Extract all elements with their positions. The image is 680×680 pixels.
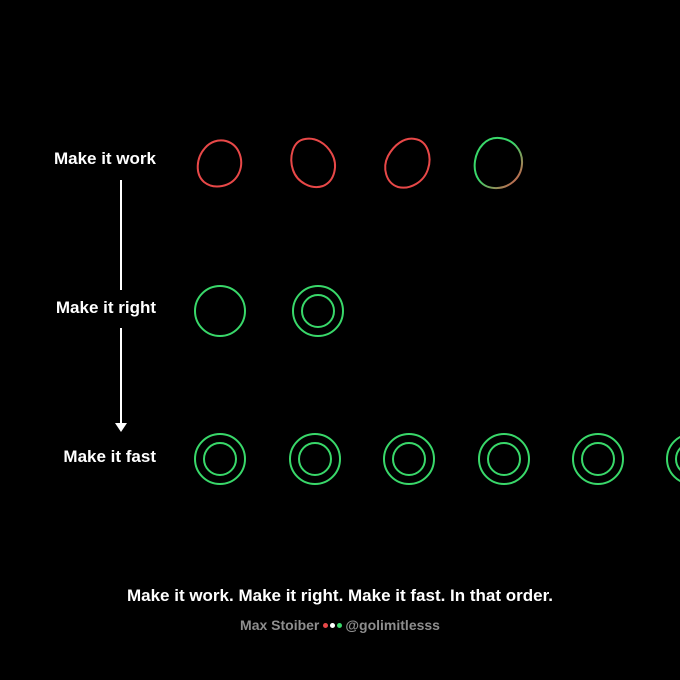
fast-circle-6-inner — [675, 446, 680, 472]
fast-circle-1-inner — [203, 442, 237, 476]
right-circle-2-outer — [292, 285, 344, 337]
fast-circle-4-inner — [487, 442, 521, 476]
arrow-head — [115, 423, 127, 432]
fast-circle-4-outer — [478, 433, 530, 485]
fast-circle-2-outer — [289, 433, 341, 485]
fast-circle-1-outer — [194, 433, 246, 485]
work-shape-1 — [196, 139, 243, 188]
caption: Make it work. Make it right. Make it fas… — [126, 586, 554, 605]
fast-circle-5-outer — [572, 433, 624, 485]
fast-circle-6-outer — [666, 435, 680, 483]
author-handle[interactable]: @golimitlesss — [345, 617, 440, 633]
stage-label-work: Make it work — [53, 149, 156, 168]
fast-circle-3-outer — [383, 433, 435, 485]
work-shape-3 — [384, 137, 431, 189]
fast-circle-5-inner — [581, 442, 615, 476]
author-name: Max Stoiber — [240, 617, 320, 633]
credit-line: Max Stoiber @golimitlesss — [0, 616, 680, 634]
white-dot-icon — [330, 622, 336, 628]
stage-label-fast: Make it fast — [63, 447, 156, 466]
right-circle-2-inner — [301, 294, 335, 328]
work-shape-2 — [290, 137, 336, 188]
traffic-dots — [322, 617, 343, 633]
work-shape-4 — [473, 136, 524, 190]
stage-label-right: Make it right — [55, 298, 156, 317]
fast-circle-3-inner — [392, 442, 426, 476]
fast-circle-2-inner — [298, 442, 332, 476]
green-dot-icon — [337, 622, 343, 628]
red-dot-icon — [323, 622, 329, 628]
right-circle-1 — [194, 285, 246, 337]
